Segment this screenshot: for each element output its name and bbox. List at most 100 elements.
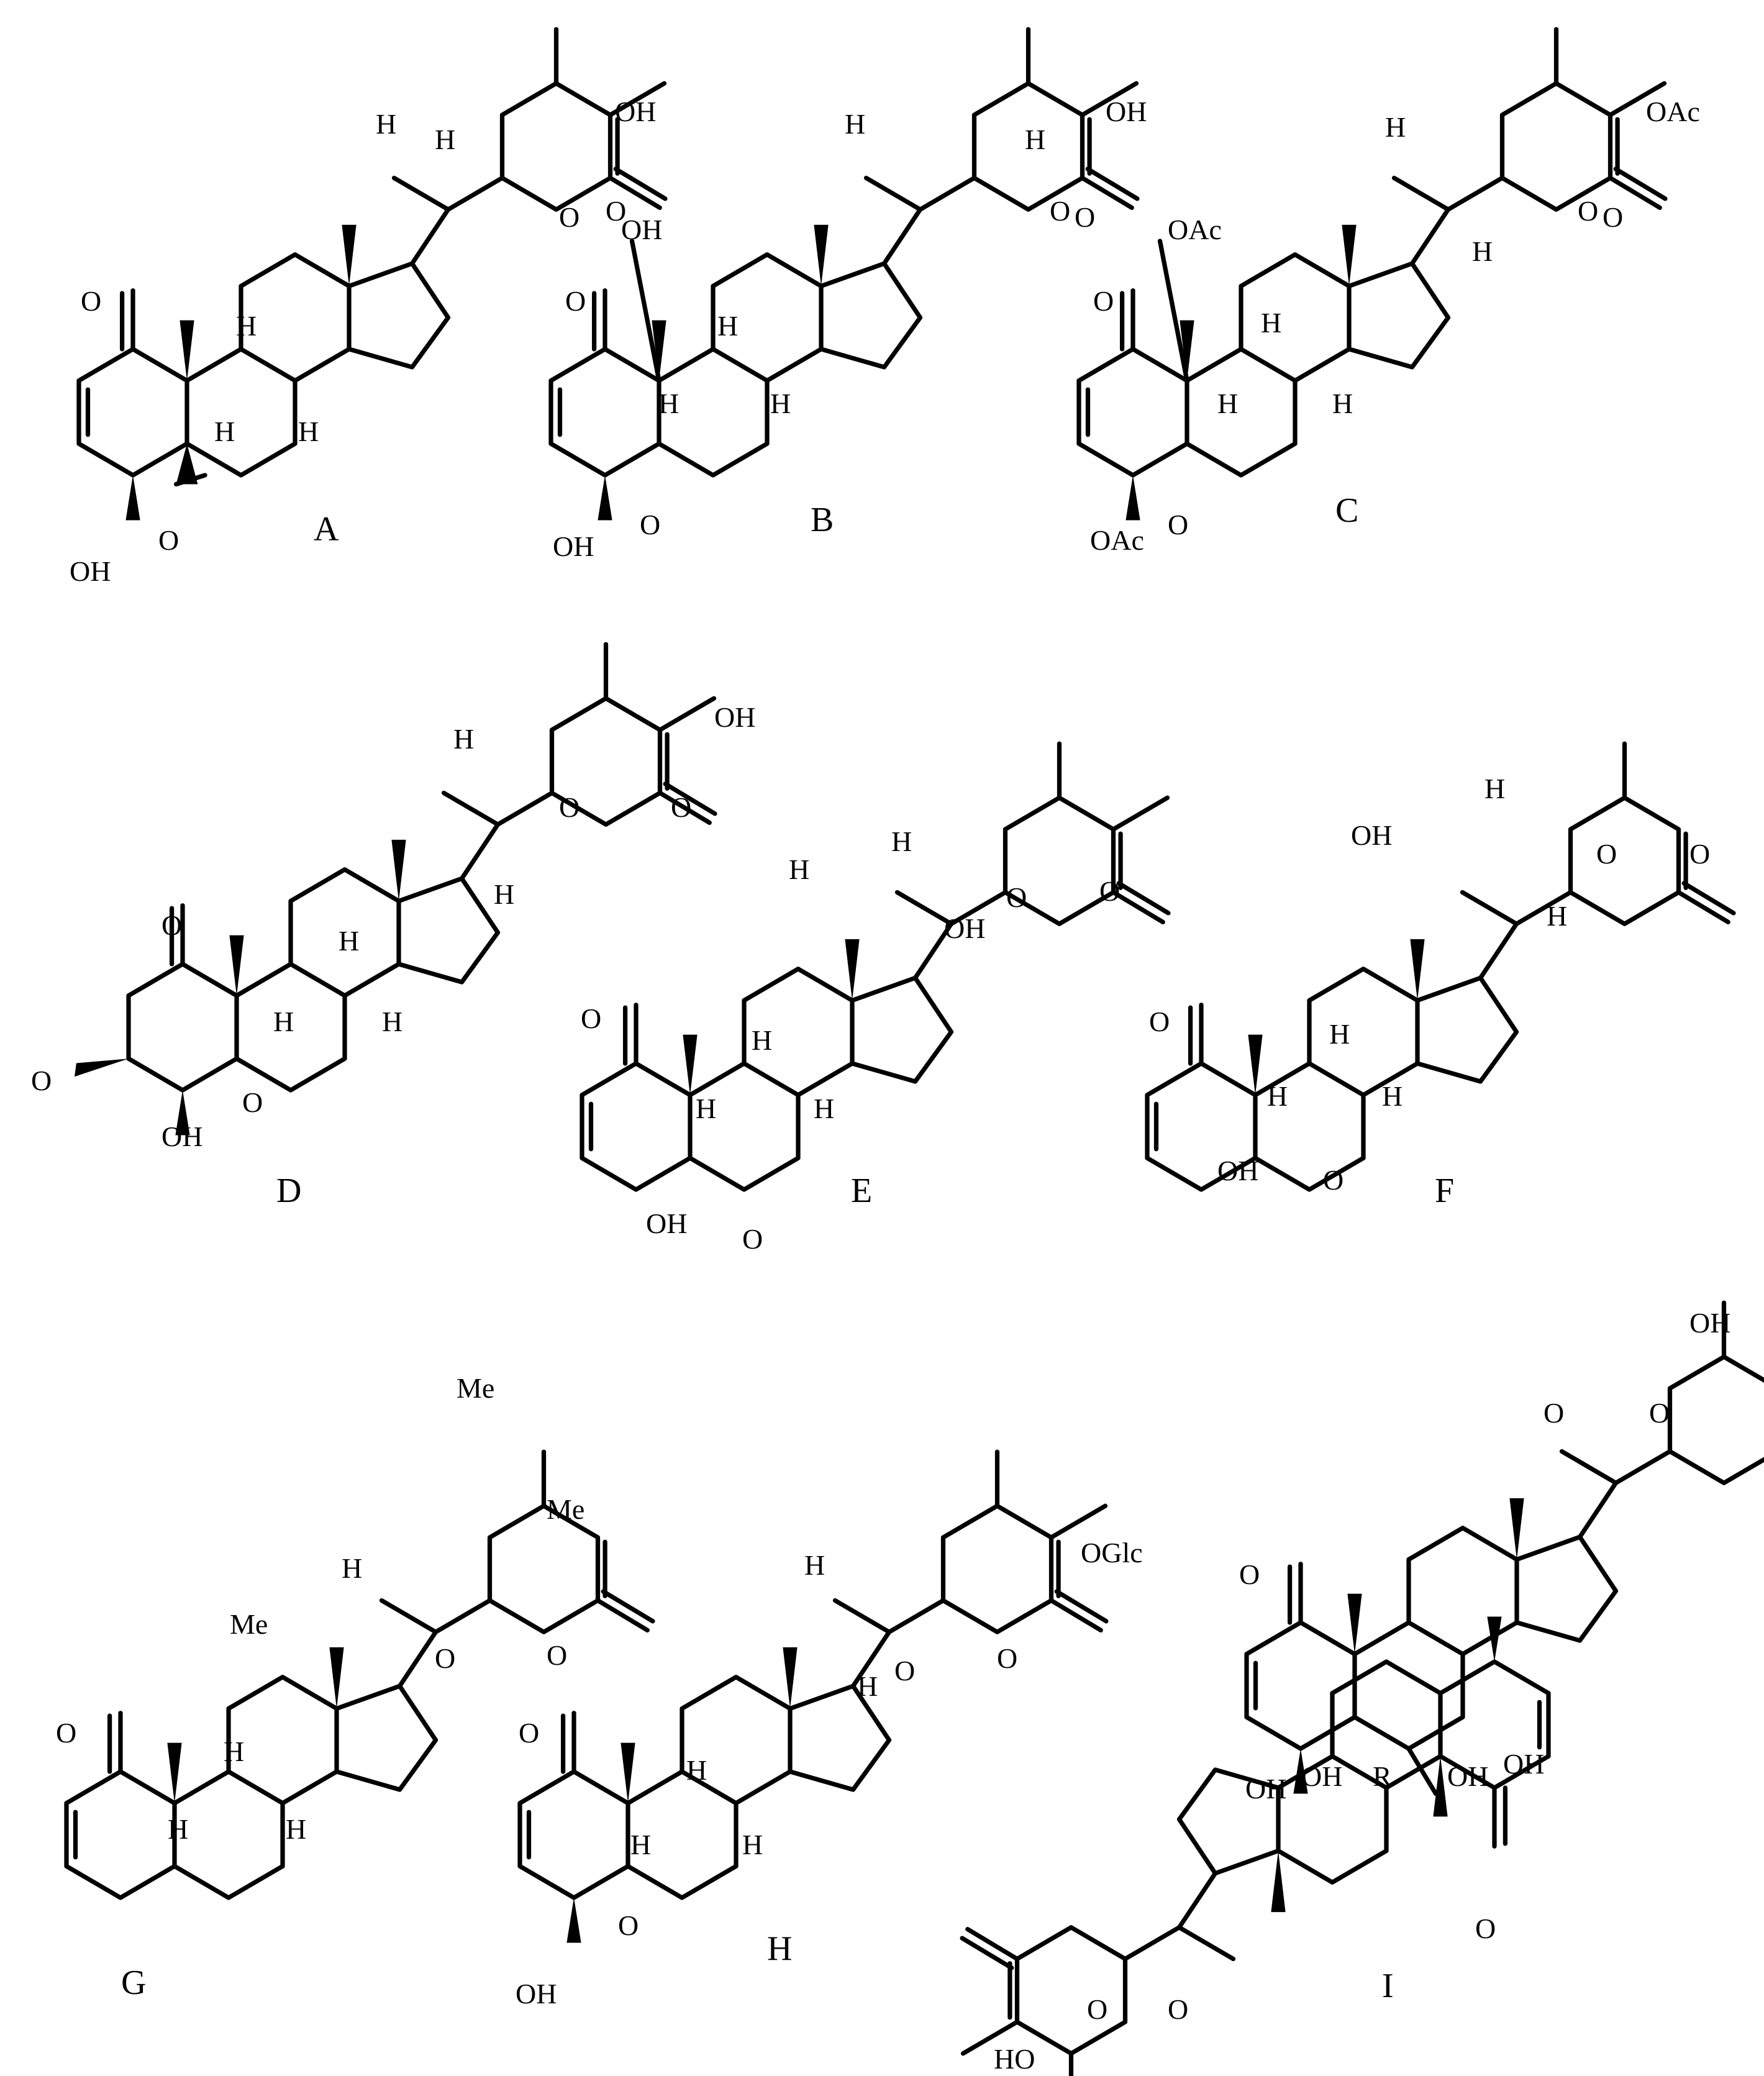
- compound-C: [1079, 29, 1665, 521]
- svg-text:H: H: [1484, 773, 1505, 804]
- svg-text:H: H: [814, 1093, 834, 1124]
- compound-I-labels: O OH OH R OH OH O O O OH O O HO: [994, 1307, 1730, 2075]
- compound-A-labels: O OH O H H O O OH H H H: [70, 96, 656, 587]
- svg-text:O: O: [158, 524, 179, 556]
- svg-text:O: O: [547, 1639, 567, 1671]
- compound-label-E: E: [851, 1172, 872, 1210]
- svg-text:OH: OH: [944, 913, 985, 944]
- compound-C-labels: O OAc OAc O O O OAc H H H H H: [1090, 96, 1700, 556]
- svg-text:H: H: [168, 1813, 188, 1845]
- compound-H: [520, 1452, 1106, 1943]
- svg-text:O: O: [894, 1655, 915, 1687]
- svg-text:H: H: [770, 388, 791, 419]
- compound-D: [75, 644, 715, 1136]
- svg-text:OGlc: OGlc: [1081, 1537, 1143, 1568]
- svg-text:O: O: [1149, 1006, 1170, 1037]
- svg-text:OH: OH: [1503, 1748, 1544, 1780]
- svg-text:O: O: [1075, 201, 1095, 233]
- compound-I-upper: [1247, 1303, 1764, 1796]
- svg-text:H: H: [435, 124, 455, 155]
- svg-text:H: H: [804, 1549, 825, 1581]
- svg-text:H: H: [658, 388, 679, 419]
- svg-text:H: H: [453, 723, 474, 755]
- svg-text:H: H: [1385, 111, 1406, 143]
- svg-text:OH: OH: [646, 1208, 687, 1239]
- svg-text:O: O: [1239, 1559, 1260, 1590]
- svg-text:H: H: [857, 1670, 878, 1702]
- svg-text:O: O: [161, 909, 182, 941]
- compound-B: [551, 29, 1137, 521]
- compound-H-labels: O OH O H H O O OGlc H H H: [516, 1537, 1143, 2010]
- svg-text:O: O: [1543, 1397, 1564, 1429]
- svg-text:O: O: [31, 1065, 52, 1096]
- svg-text:O: O: [1006, 881, 1027, 913]
- svg-text:O: O: [1087, 1993, 1107, 2025]
- svg-text:H: H: [224, 1736, 244, 1767]
- svg-text:O: O: [1578, 195, 1598, 227]
- svg-text:H: H: [376, 108, 396, 140]
- svg-text:O: O: [606, 195, 626, 227]
- svg-text:O: O: [81, 285, 101, 317]
- svg-text:O: O: [559, 201, 580, 233]
- compound-label-A: A: [314, 510, 339, 549]
- svg-text:OAc: OAc: [1168, 214, 1222, 245]
- svg-text:H: H: [236, 310, 257, 342]
- svg-text:H: H: [298, 416, 319, 447]
- svg-text:O: O: [1099, 875, 1120, 907]
- svg-text:O: O: [1475, 1913, 1496, 1944]
- svg-text:O: O: [618, 1910, 639, 1941]
- svg-text:OH: OH: [714, 701, 755, 733]
- compound-label-H: H: [767, 1929, 792, 1968]
- svg-text:H: H: [273, 1006, 294, 1037]
- svg-text:O: O: [742, 1223, 763, 1255]
- svg-text:OH: OH: [621, 214, 662, 245]
- svg-text:H: H: [339, 925, 359, 957]
- svg-text:H: H: [1332, 388, 1353, 419]
- svg-text:Me: Me: [547, 1493, 584, 1525]
- compound-I-lower: [962, 1616, 1548, 2076]
- compound-label-G: G: [121, 1964, 146, 2002]
- svg-text:H: H: [1025, 124, 1045, 155]
- svg-text:O: O: [435, 1642, 455, 1674]
- svg-text:Me: Me: [230, 1608, 268, 1640]
- svg-text:R: R: [1373, 1760, 1392, 1792]
- svg-text:OH: OH: [516, 1978, 557, 2010]
- svg-text:OH: OH: [615, 96, 656, 127]
- compound-E: [582, 744, 1168, 1190]
- svg-text:H: H: [717, 310, 738, 342]
- svg-text:H: H: [1261, 307, 1281, 339]
- svg-text:O: O: [565, 285, 586, 317]
- svg-text:H: H: [686, 1754, 707, 1786]
- svg-text:H: H: [789, 854, 809, 885]
- svg-text:H: H: [630, 1829, 651, 1860]
- svg-text:OH: OH: [1245, 1773, 1286, 1805]
- compound-label-C: C: [1335, 491, 1358, 530]
- svg-text:H: H: [891, 826, 912, 857]
- compound-F: [1147, 744, 1734, 1190]
- svg-text:O: O: [1093, 285, 1114, 317]
- svg-text:OAc: OAc: [1090, 524, 1144, 556]
- svg-text:O: O: [1603, 201, 1623, 233]
- svg-text:O: O: [1649, 1397, 1670, 1429]
- svg-text:H: H: [1382, 1080, 1403, 1112]
- compound-B-labels: O OH OH O H O O OH H H H H: [553, 96, 1147, 562]
- svg-text:O: O: [581, 1003, 601, 1034]
- svg-text:OH: OH: [1351, 819, 1392, 851]
- svg-text:H: H: [696, 1093, 716, 1124]
- compound-D-labels: O O OH O H H O O OH H H H: [31, 701, 755, 1152]
- svg-text:O: O: [1323, 1164, 1343, 1196]
- svg-text:O: O: [671, 791, 691, 823]
- svg-text:O: O: [56, 1717, 76, 1749]
- svg-text:OH: OH: [70, 555, 111, 587]
- svg-text:H: H: [1267, 1080, 1288, 1112]
- svg-text:O: O: [559, 791, 580, 823]
- svg-text:OAc: OAc: [1646, 96, 1700, 127]
- svg-text:OH: OH: [161, 1121, 202, 1152]
- svg-text:H: H: [382, 1006, 402, 1037]
- svg-text:H: H: [742, 1829, 763, 1860]
- svg-text:OH: OH: [553, 530, 594, 562]
- svg-text:O: O: [519, 1717, 539, 1749]
- compound-G: [66, 1452, 653, 1898]
- svg-text:H: H: [286, 1813, 306, 1845]
